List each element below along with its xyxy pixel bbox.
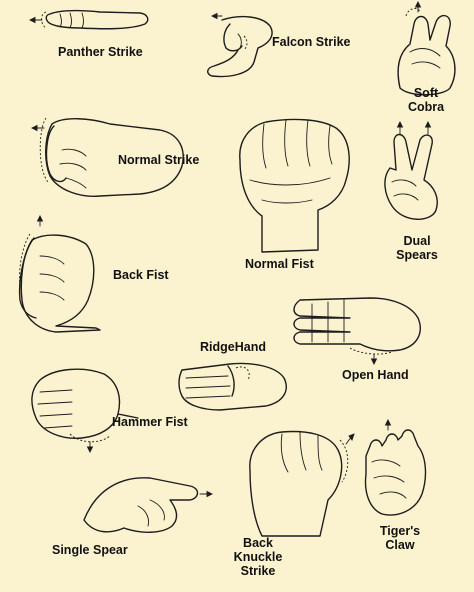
label-falcon-strike: Falcon Strike	[272, 35, 351, 49]
label-back-knuckle-strike: Back Knuckle Strike	[233, 536, 283, 578]
single-spear-hand	[83, 477, 214, 533]
normal-strike-hand	[30, 117, 184, 197]
dual-spears-hand	[384, 120, 438, 220]
open-hand-hand	[293, 297, 421, 366]
label-back-fist: Back Fist	[113, 268, 169, 282]
soft-cobra-hand	[397, 0, 456, 96]
label-ridge-hand: RidgeHand	[200, 340, 266, 354]
ridge-hand-hand	[178, 362, 287, 411]
tigers-claw-hand	[364, 418, 427, 516]
label-single-spear: Single Spear	[52, 543, 128, 557]
label-soft-cobra: Soft Cobra	[407, 86, 445, 114]
label-panther-strike: Panther Strike	[58, 45, 143, 59]
panther-strike-hand	[28, 9, 149, 30]
back-fist-hand	[18, 214, 101, 333]
normal-fist-hand	[239, 118, 350, 253]
back-knuckle-strike-hand	[249, 430, 355, 537]
hammer-fist-hand	[31, 368, 139, 454]
label-normal-strike: Normal Strike	[118, 153, 200, 167]
label-tigers-claw: Tiger's Claw	[379, 524, 421, 552]
label-dual-spears: Dual Spears	[396, 234, 438, 262]
label-open-hand: Open Hand	[342, 368, 409, 382]
label-hammer-fist: Hammer Fist	[112, 415, 188, 429]
falcon-strike-hand	[207, 12, 273, 78]
label-normal-fist: Normal Fist	[245, 257, 314, 271]
